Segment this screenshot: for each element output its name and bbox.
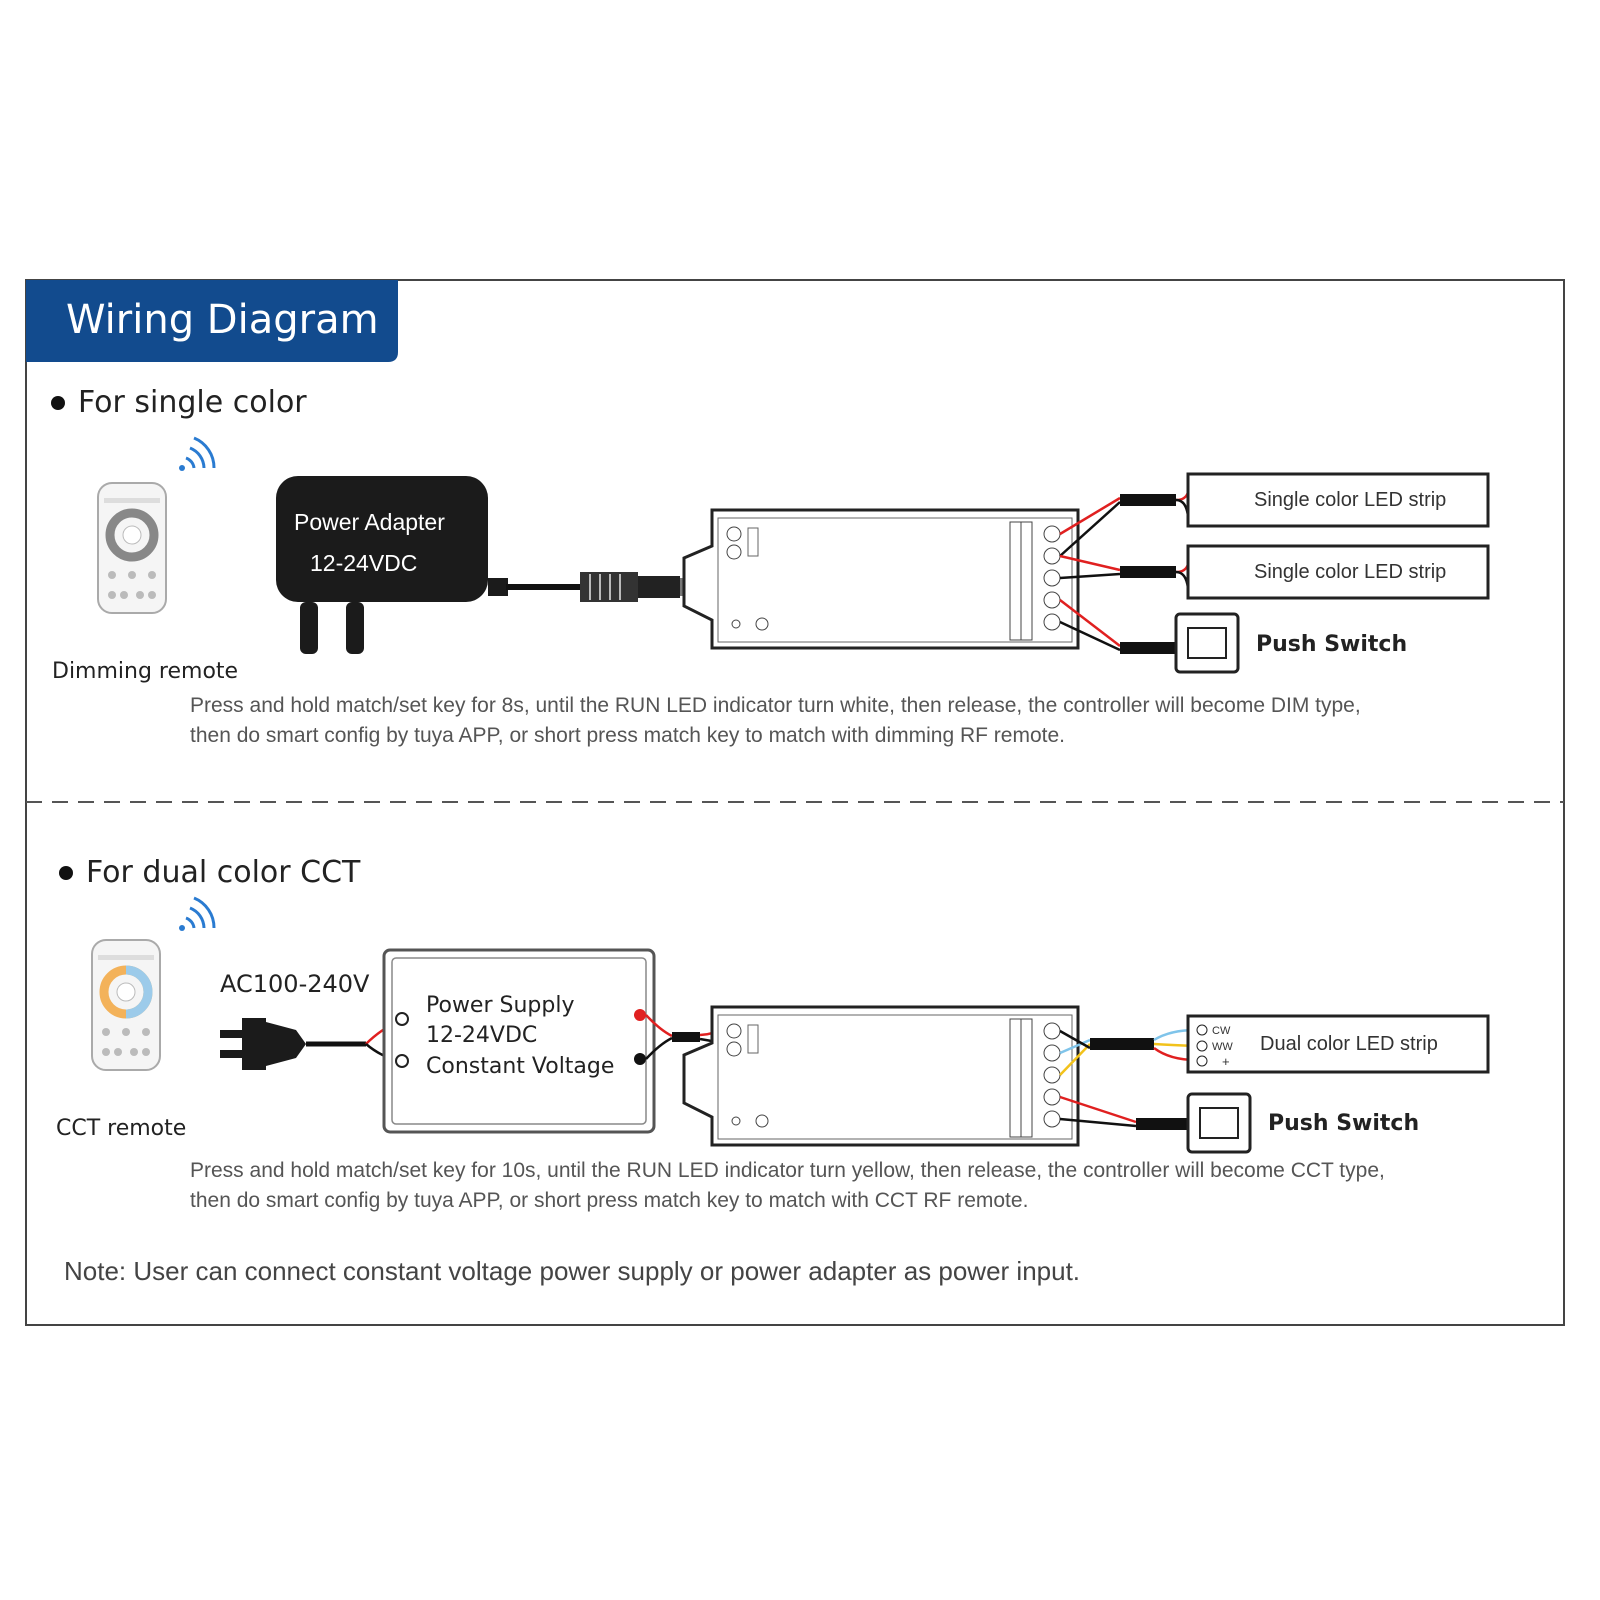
controller-single <box>682 508 1080 650</box>
remote-label-cct: CCT remote <box>56 1116 186 1141</box>
remote-control-icon <box>91 939 161 1071</box>
adapter-voltage: 12-24VDC <box>310 550 417 576</box>
led-strip-2 <box>1186 544 1490 600</box>
push-switch-1 <box>1174 612 1240 674</box>
instruction-cct-2: then do smart config by tuya APP, or sho… <box>190 1189 1028 1212</box>
strip2-label: Single color LED strip <box>1254 561 1446 583</box>
supply-label: Power Supply <box>426 993 574 1018</box>
note: Note: User can connect constant voltage … <box>64 1256 1080 1286</box>
supply-type: Constant Voltage <box>426 1054 614 1079</box>
wireless-signal-icon <box>179 896 216 931</box>
controller-cct <box>682 1005 1080 1147</box>
ac-plug-icon <box>220 1018 366 1070</box>
power-adapter: Power Adapter 12-24VDC <box>276 476 488 654</box>
wireless-signal-icon <box>179 436 216 471</box>
instruction-single-1: Press and hold match/set key for 8s, unt… <box>190 694 1361 717</box>
push-switch-label-2: Push Switch <box>1268 1111 1419 1136</box>
instruction-single-2: then do smart config by tuya APP, or sho… <box>190 724 1065 747</box>
header-tab <box>26 280 398 362</box>
ac-label: AC100-240V <box>220 970 370 998</box>
bullet-icon <box>59 866 73 880</box>
instruction-cct-1: Press and hold match/set key for 10s, un… <box>190 1159 1385 1182</box>
terminal-ww: WW <box>1212 1041 1233 1053</box>
supply-voltage: 12-24VDC <box>426 1023 537 1048</box>
remote-label-single: Dimming remote <box>52 659 238 684</box>
section-title-cct: For dual color CCT <box>86 855 361 890</box>
terminal-plus: + <box>1222 1054 1230 1069</box>
terminal-cw: CW <box>1212 1025 1231 1037</box>
header-title: Wiring Diagram <box>66 297 379 343</box>
push-switch-label-1: Push Switch <box>1256 632 1407 657</box>
led-strip-1 <box>1186 472 1490 528</box>
section-title-single: For single color <box>78 385 307 420</box>
dual-strip-label: Dual color LED strip <box>1260 1033 1438 1055</box>
power-supply: Power Supply 12-24VDC Constant Voltage <box>382 948 656 1134</box>
remote-control-icon <box>97 482 167 614</box>
push-switch-2 <box>1186 1092 1252 1154</box>
adapter-label: Power Adapter <box>294 509 445 535</box>
strip1-label: Single color LED strip <box>1254 489 1446 511</box>
bullet-icon <box>51 396 65 410</box>
dual-led-strip <box>1186 1014 1490 1074</box>
